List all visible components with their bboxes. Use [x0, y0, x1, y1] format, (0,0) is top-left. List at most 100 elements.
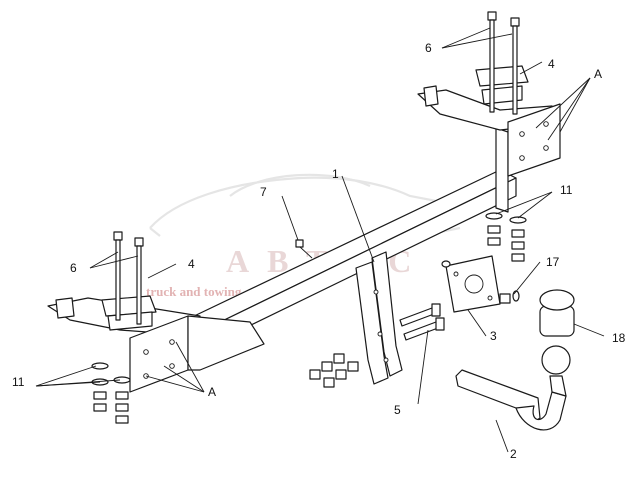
nut	[93, 391, 107, 400]
long-bolt-head	[435, 317, 445, 331]
socket-plate-hole-small	[453, 271, 459, 277]
callout-labels: 6 4 A 7 1 11 6 4 17 3 18 11 A 5 2	[12, 41, 626, 461]
small-nut	[499, 290, 520, 304]
washer	[485, 212, 503, 220]
nut	[347, 361, 359, 372]
leader-line	[495, 419, 509, 453]
hitch-side-plates	[355, 251, 403, 385]
long-bolt	[403, 321, 439, 341]
leader-line	[495, 191, 553, 215]
bolt-shank	[115, 239, 121, 321]
leader-line	[35, 365, 97, 387]
small-bolt-head	[295, 239, 304, 248]
right-mounting-bracket	[417, 65, 561, 177]
long-bolts	[399, 303, 445, 341]
right-nut-stack	[485, 212, 527, 262]
left-bracket-stub	[55, 297, 75, 319]
bolt-shank	[136, 245, 142, 325]
left-plate-hole	[169, 363, 175, 369]
hitch-plate-hole	[373, 289, 379, 295]
ball-cover	[539, 289, 575, 337]
callout-part6-left: 6	[70, 261, 77, 275]
callout-part1: 1	[332, 167, 339, 181]
left-plate-hole	[143, 349, 149, 355]
small-washer	[512, 290, 520, 302]
left-bracket-gusset	[187, 315, 265, 371]
socket-plate	[441, 255, 501, 313]
bolt-shank	[512, 25, 518, 115]
leader-lines	[35, 27, 605, 453]
long-bolt-head	[431, 303, 441, 317]
leader-line	[547, 77, 591, 141]
leader-line	[175, 341, 205, 393]
bolt-shank	[489, 19, 495, 113]
nut	[333, 353, 345, 364]
right-plate-hole	[543, 121, 549, 127]
nut	[335, 369, 347, 380]
nut	[323, 377, 335, 388]
socket-plate-hole-small	[487, 295, 493, 301]
hitch-plate-right	[371, 251, 403, 377]
leader-line	[417, 329, 429, 405]
callout-part17: 17	[546, 255, 560, 269]
small-nut-body	[499, 293, 511, 304]
leader-line	[517, 191, 553, 219]
washer	[509, 216, 527, 224]
right-plate-hole	[519, 131, 525, 137]
leader-line	[441, 27, 491, 49]
bolt	[113, 231, 123, 241]
long-bolt	[399, 307, 435, 327]
watermark-tagline: truck and towing	[146, 284, 242, 299]
leader-line	[559, 77, 591, 133]
bolts-top-right	[487, 11, 520, 115]
right-vertical-post	[495, 127, 509, 213]
hitch-plate-hole	[377, 331, 383, 337]
nut	[511, 241, 525, 250]
callout-part18: 18	[612, 331, 626, 345]
callout-part3: 3	[490, 329, 497, 343]
callout-part5: 5	[394, 403, 401, 417]
left-mounting-bracket	[47, 295, 265, 393]
nut	[309, 369, 321, 380]
nut	[487, 225, 501, 234]
callout-part11-right: 11	[560, 183, 573, 197]
leader-line	[441, 33, 513, 49]
leader-line	[89, 255, 139, 269]
small-bolt-shank	[299, 246, 313, 259]
leader-line	[519, 61, 543, 75]
left-nut-stack	[91, 362, 131, 424]
callout-mount-top: A	[594, 67, 602, 81]
callout-part2: 2	[510, 447, 517, 461]
leader-line	[147, 263, 177, 279]
right-plate-hole	[543, 145, 549, 151]
bolt	[134, 237, 144, 247]
callout-part6-top: 6	[425, 41, 432, 55]
leader-line	[145, 375, 205, 393]
nut	[511, 229, 525, 238]
leader-line	[513, 261, 541, 295]
tow-ball	[541, 345, 571, 375]
right-clamp-plate	[475, 65, 529, 87]
left-plate-hole	[169, 339, 175, 345]
watermark-car-roof	[229, 173, 371, 197]
tow-ball-arm	[455, 345, 571, 431]
callout-part4-left: 4	[188, 257, 195, 271]
nut	[93, 403, 107, 412]
right-bracket-stub	[423, 85, 439, 107]
callout-part11-left: 11	[12, 375, 25, 389]
leader-line	[35, 379, 121, 387]
bolt	[487, 11, 497, 21]
callout-part7: 7	[260, 185, 267, 199]
nut	[115, 391, 129, 400]
leader-line	[573, 323, 605, 337]
ball-cover-top	[539, 289, 575, 311]
leader-line	[89, 251, 119, 269]
callout-mount-left: A	[208, 385, 216, 399]
washer	[91, 362, 109, 370]
hitch-plate-hole	[383, 357, 389, 363]
leader-line	[467, 309, 487, 337]
nut	[115, 415, 129, 424]
small-bolt	[295, 239, 313, 259]
cross-beam	[189, 127, 517, 345]
